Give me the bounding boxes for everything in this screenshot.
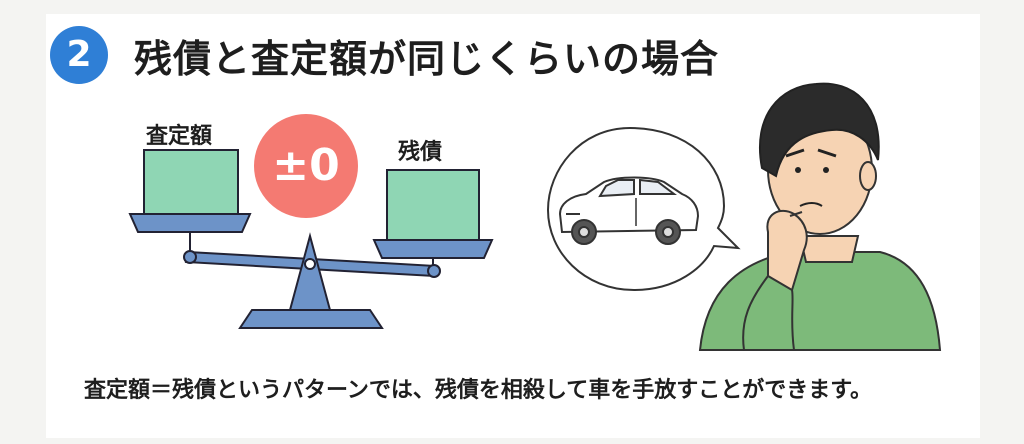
hair (759, 82, 880, 178)
caption-text: 査定額＝残債というパターンでは、残債を相殺して車を手放すことができます。 (84, 378, 873, 403)
step-number-badge: 2 (50, 26, 108, 84)
appraisal-label: 査定額 (146, 124, 213, 149)
left-box (143, 149, 239, 217)
shirt (698, 251, 942, 351)
right-pan (372, 239, 494, 259)
page-title: 残債と査定額が同じくらいの場合 (134, 37, 720, 81)
loan-label: 残債 (398, 140, 443, 165)
scale-base (238, 309, 384, 329)
left-pan (128, 213, 252, 233)
car-icon (558, 176, 700, 245)
plus-minus-zero-badge: ±0 (254, 114, 358, 218)
